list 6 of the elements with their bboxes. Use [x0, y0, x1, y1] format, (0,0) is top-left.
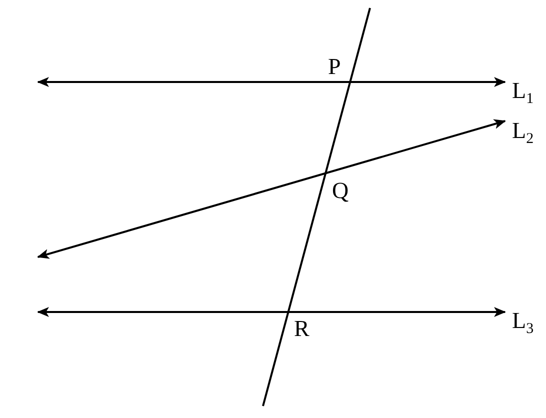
point-label: P: [328, 54, 341, 80]
point-label: R: [294, 316, 310, 342]
line-label: L$_{1}$: [512, 78, 534, 104]
point-label: Q: [332, 178, 349, 204]
line-label: L$_{2}$: [512, 118, 534, 144]
line-label: L$_{3}$: [512, 308, 534, 334]
